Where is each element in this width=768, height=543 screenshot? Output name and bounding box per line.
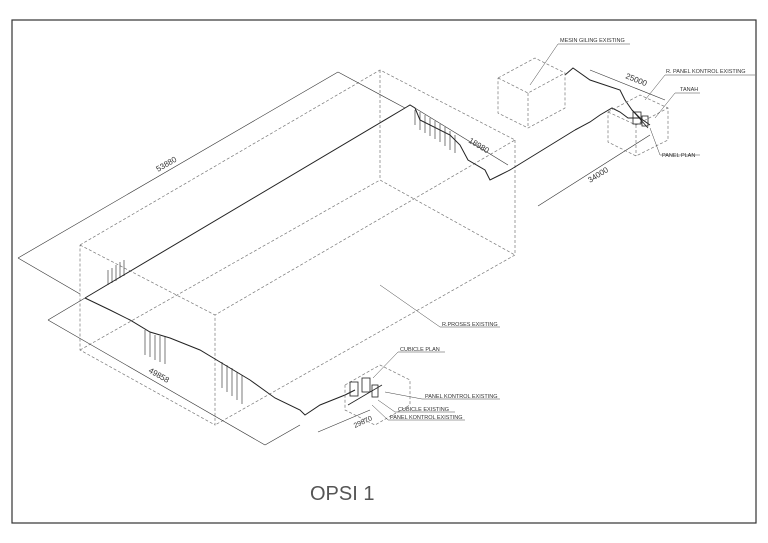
panel-kontrol-room-box [607,94,669,157]
label-panel-kontrol: PANEL KONTROL EXISTING [425,394,498,400]
label-cubicle-existing: CUBICLE EXISTING [398,407,449,413]
label-mesin-giling: MESIN GILING EXISTING [560,38,625,44]
cubicle-area [344,364,411,426]
drawing-frame [11,19,757,524]
cubicle-symbols [347,377,383,406]
label-tanah: TANAH [680,87,698,93]
label-panel-plan: PANEL PLAN [662,153,695,159]
cable-route [84,67,651,416]
leader-lines [371,43,755,421]
label-r-proses: R.PROSES EXISTING [442,322,498,328]
route-hatching [107,110,456,404]
dim-25000: 25000 [624,72,649,89]
label-r-panel-kontrol: R. PANEL KONTROL EXISTING [666,69,746,75]
panel-plan-symbol [631,109,649,129]
room-box [79,69,516,426]
drawing-title: OPSI 1 [310,483,374,505]
dim-18980: 18980 [467,136,491,155]
mesin-giling-box [497,57,566,129]
dimension-lines [17,69,666,446]
dim-53880: 53880 [155,155,179,174]
label-panel-kontrol-2: PANEL KONTROL EXISTING [390,415,463,421]
label-cubicle-plan: CUBICLE PLAN [400,347,440,353]
dim-29870: 29870 [353,415,374,430]
dim-49858: 49858 [147,366,171,385]
